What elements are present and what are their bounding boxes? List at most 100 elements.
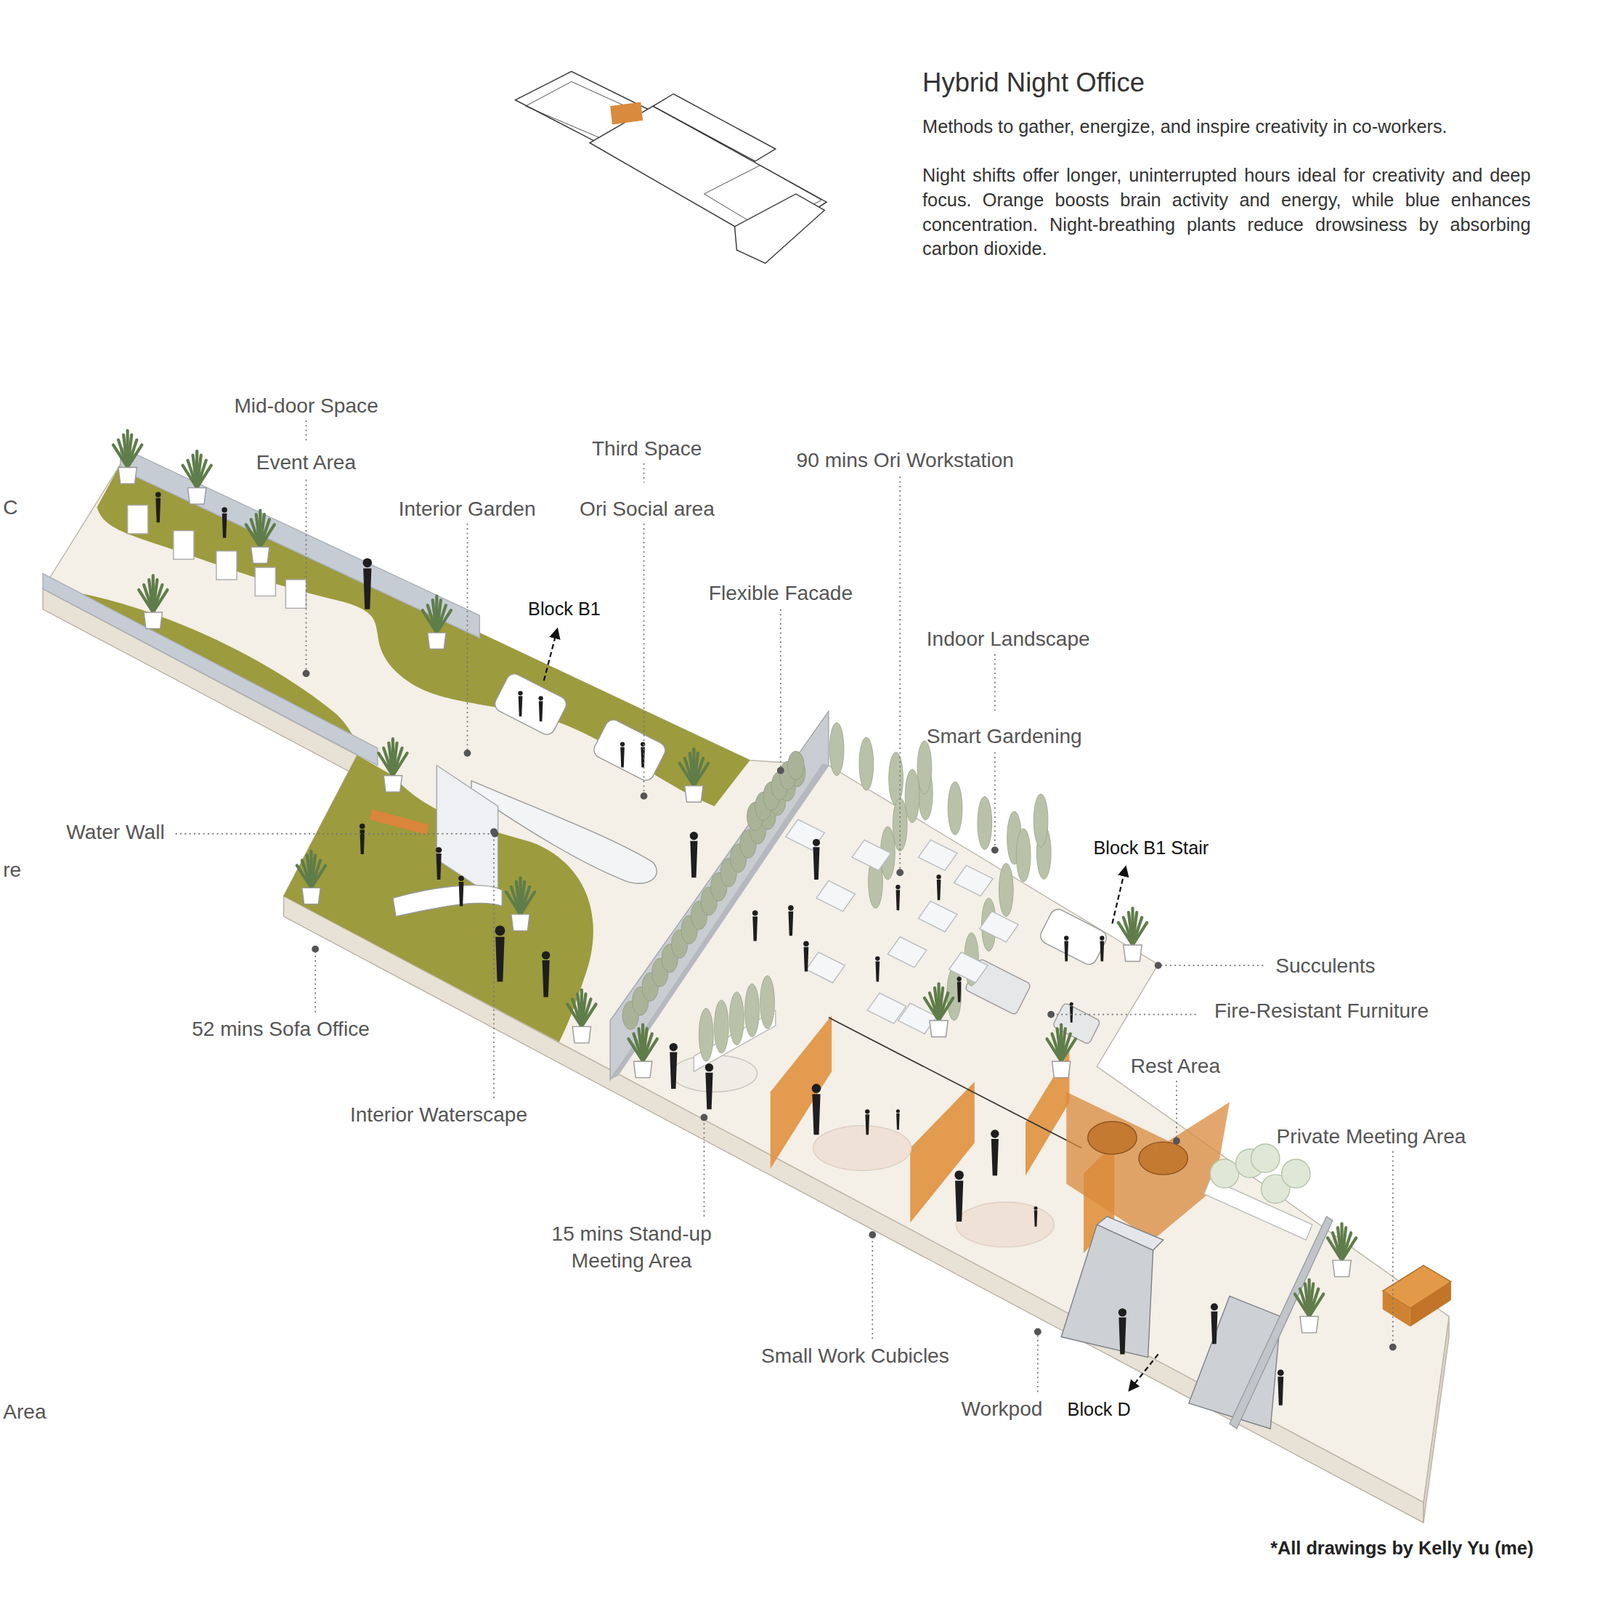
potted-plant xyxy=(506,877,535,931)
plant-leaf xyxy=(581,1003,597,1027)
person-silhouette xyxy=(362,558,372,610)
potted-plant xyxy=(1294,1279,1324,1333)
person-head xyxy=(1034,1206,1038,1210)
person-head xyxy=(803,940,810,947)
callout-label: Succulents xyxy=(1275,952,1375,978)
person-body xyxy=(865,1114,870,1135)
person-silhouette xyxy=(435,846,442,880)
callout-label: Flexible Facade xyxy=(708,580,853,605)
potted-plant xyxy=(138,575,168,629)
desk xyxy=(949,952,988,983)
callout-label: *All drawings by Kelly Yu (me) xyxy=(1270,1537,1534,1560)
cypress-tree xyxy=(698,1008,714,1062)
person-head xyxy=(990,1129,999,1138)
booth xyxy=(1037,906,1110,967)
callout-label: 52 mins Sofa Office xyxy=(191,1016,370,1041)
person-silhouette xyxy=(689,831,698,878)
potted-plant xyxy=(1327,1223,1356,1277)
bush xyxy=(1281,1159,1311,1188)
callout-label: Interior Garden xyxy=(398,496,536,521)
potted-plant xyxy=(1118,907,1147,961)
key-plan-block xyxy=(652,93,776,162)
potted-plant xyxy=(378,738,407,792)
person-silhouette xyxy=(957,976,962,1003)
person-head xyxy=(811,1083,822,1094)
leader-line xyxy=(305,479,308,674)
person-silhouette xyxy=(788,904,794,936)
person-head xyxy=(1064,935,1069,940)
person-body xyxy=(788,911,794,937)
person-body xyxy=(936,879,942,900)
person-body xyxy=(363,568,372,610)
person-head xyxy=(865,1109,870,1114)
person-head xyxy=(494,925,505,936)
potted-plant xyxy=(113,430,142,484)
person-body xyxy=(896,889,901,911)
person-body xyxy=(495,936,505,982)
plant-pot xyxy=(383,775,402,792)
plant-leaf xyxy=(1133,922,1148,945)
leader-line xyxy=(1392,1151,1394,1348)
person-body xyxy=(542,960,550,998)
cypress-tree xyxy=(1033,793,1049,847)
person-silhouette xyxy=(875,955,880,982)
plant-leaf xyxy=(260,524,275,547)
leader-line xyxy=(305,420,308,441)
potted-plant xyxy=(422,596,452,650)
person-silhouette xyxy=(1210,1302,1218,1344)
potted-plant xyxy=(246,509,275,563)
plant-leaf xyxy=(1061,1038,1076,1062)
person-head xyxy=(435,846,442,853)
cypress-tree xyxy=(829,722,844,776)
plant-leaf xyxy=(127,445,143,468)
plant-leaf xyxy=(196,465,212,489)
desk xyxy=(979,911,1019,942)
person-body xyxy=(875,960,880,982)
leader-dot xyxy=(777,766,785,775)
leader-dot xyxy=(302,669,311,677)
leader-line xyxy=(175,833,496,835)
plant-leaf xyxy=(693,763,709,786)
leader-dot xyxy=(311,945,319,953)
workpod-top xyxy=(1096,1216,1163,1250)
person-body xyxy=(1118,1317,1126,1355)
callout-label: Small Work Cubicles xyxy=(761,1342,950,1368)
callout-label: Night shifts offer longer, uninterrupted… xyxy=(922,163,1531,262)
plant-pot xyxy=(511,914,530,931)
person-head xyxy=(1069,1002,1074,1006)
leader-dot xyxy=(1389,1343,1397,1351)
leader-line xyxy=(871,1234,873,1339)
flexible-facade xyxy=(610,711,829,1080)
leader-dot xyxy=(700,1114,709,1122)
person-silhouette xyxy=(1069,1002,1074,1023)
leader-dot xyxy=(640,792,648,800)
person-silhouette xyxy=(1064,935,1069,961)
plant-leaf xyxy=(153,589,168,613)
cypress-tree xyxy=(892,798,908,852)
desk xyxy=(918,839,957,871)
green-lawn xyxy=(283,755,594,1043)
leader-line xyxy=(899,476,901,873)
hedge xyxy=(788,750,804,780)
direction-arrow xyxy=(543,629,558,681)
rest-area-pod xyxy=(1066,1091,1230,1240)
booth xyxy=(492,671,570,738)
water-wall xyxy=(436,765,498,900)
person-head xyxy=(875,955,880,961)
person-head xyxy=(896,1109,900,1113)
plant-pot xyxy=(188,488,207,505)
person-silhouette xyxy=(705,1063,714,1110)
leader-dot xyxy=(1034,1328,1042,1336)
round-chair xyxy=(1138,1141,1188,1175)
partition-rail xyxy=(828,1017,1082,1149)
desk xyxy=(806,952,845,983)
key-plan-block xyxy=(734,193,826,264)
cabinet xyxy=(1410,1281,1452,1327)
cypress-tree xyxy=(745,983,760,1037)
callout-label: Water Wall xyxy=(66,819,165,844)
garden-wall xyxy=(42,573,378,766)
seat xyxy=(216,551,237,580)
leader-dot xyxy=(1047,1010,1055,1019)
person-silhouette xyxy=(221,506,228,538)
cypress-tree xyxy=(729,992,745,1046)
